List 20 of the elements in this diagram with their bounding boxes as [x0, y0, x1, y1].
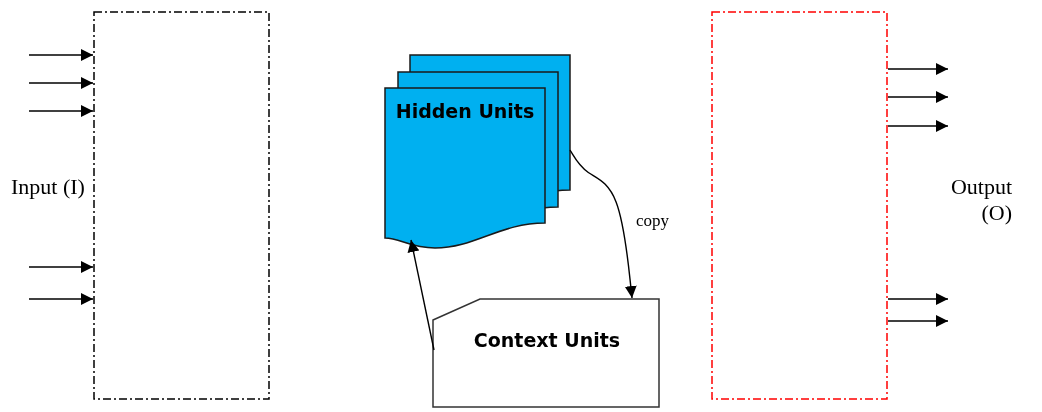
layer-label: Output (O) [949, 174, 1012, 226]
arrow [887, 120, 949, 132]
arrow [887, 293, 949, 305]
arrow [887, 91, 949, 103]
arrow [28, 261, 94, 273]
arrow [28, 105, 94, 117]
node-label: Context Units [472, 328, 622, 353]
arrow [28, 293, 94, 305]
arrow [569, 149, 637, 299]
context-units-box [432, 298, 660, 408]
node-label: Hidden Units [394, 99, 536, 124]
arrow [887, 315, 949, 327]
input-layer-box [93, 11, 270, 400]
arrow [887, 63, 949, 75]
arrow [28, 49, 94, 61]
stacked-document-shape [385, 55, 570, 247]
arrow [407, 239, 435, 351]
arrow [28, 77, 94, 89]
layer-label: Input (I) [10, 174, 86, 200]
output-layer-box [711, 11, 888, 400]
